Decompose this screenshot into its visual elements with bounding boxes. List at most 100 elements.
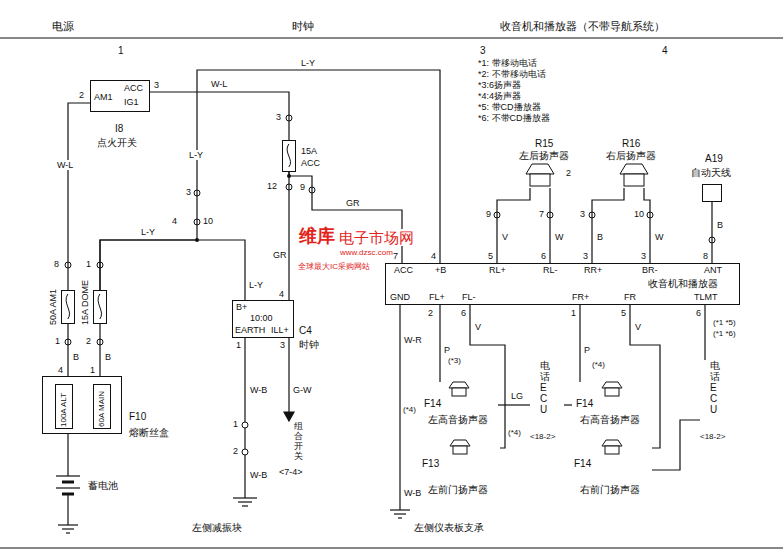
component-label: FL+ (429, 292, 445, 302)
wire (564, 404, 572, 405)
wire-color: B (716, 220, 724, 230)
wire (150, 92, 289, 140)
component-label: AM1 (94, 92, 113, 102)
note: *2: 不带移动电话 (478, 69, 546, 79)
speaker-magnet (452, 388, 466, 396)
note: *6: 不带CD播放器 (478, 113, 550, 123)
pin-number: 2 (428, 308, 433, 318)
wire (439, 305, 440, 382)
component-label: EARTH (235, 325, 265, 335)
component-label: F14 (576, 398, 593, 410)
pin-number: 6 (461, 308, 466, 318)
ground-label: 左侧仪表板支承 (414, 522, 484, 534)
fuse: 60A MAIN (93, 384, 111, 429)
pin-number: 5 (488, 251, 493, 261)
component-label: F14 (424, 398, 441, 410)
component-label: 收音机和播放器 (648, 278, 718, 290)
component-label: 电话ECU (710, 360, 720, 415)
fuse-symbol (283, 141, 297, 173)
speaker-magnet (453, 446, 467, 454)
component-label: 50A AM1 (48, 289, 58, 325)
pin-number: 2 (566, 168, 571, 178)
wire-color: W-B (250, 385, 267, 395)
speaker-cone (449, 382, 469, 388)
antenna-box: A19自动天线 (702, 184, 722, 202)
wire (99, 324, 100, 376)
connector-number: 10 (203, 216, 213, 226)
component-label: ACC (394, 265, 413, 275)
speaker: F14左高音扬声器 (420, 382, 498, 432)
component-label: 左前门扬声器 (428, 484, 488, 496)
ground-symbol (58, 524, 78, 525)
component-label: C4 (299, 325, 312, 337)
component-label: F10 (129, 411, 146, 423)
component-label: R15 (535, 138, 553, 150)
component-label: B+ (236, 302, 247, 312)
battery-symbol (56, 487, 80, 488)
component-label: 时钟 (299, 339, 319, 351)
column-number: 4 (662, 45, 668, 57)
wire (67, 434, 68, 476)
wire-color: W-R (404, 335, 422, 345)
watermark: 维库 (298, 226, 336, 247)
connector-number: 3 (186, 187, 191, 197)
pin-number: 4 (279, 289, 284, 299)
component-label: A19 (705, 153, 723, 165)
ground-symbol (390, 509, 410, 510)
wire (497, 188, 530, 263)
connector-number: 9 (300, 182, 305, 192)
frame-line (0, 547, 783, 548)
connector-number: 7 (539, 209, 544, 219)
column-number: 1 (118, 45, 124, 57)
wire (244, 336, 245, 498)
component-label: 左后扬声器 (519, 150, 569, 162)
pin-number: 6 (541, 251, 546, 261)
component-label: 10:00 (250, 313, 273, 323)
component-label: RR+ (584, 265, 602, 275)
fuse-symbol (62, 291, 76, 325)
note-ref: (*4) (403, 405, 416, 414)
component-label: IG1 (124, 97, 139, 107)
watermark: www.dzsc.com (340, 248, 393, 257)
reference: <7-4> (279, 467, 303, 477)
ignition-switch: AM1ACCIG1I8点火开关 (90, 80, 150, 112)
wire-color: L-Y (300, 58, 316, 68)
component-label: <18-2> (700, 432, 725, 441)
wire (630, 305, 660, 448)
fuse: 50A AM1 (61, 290, 75, 324)
wire (579, 305, 580, 382)
wire-color: G-W (293, 385, 312, 395)
pin-number: 4 (431, 251, 436, 261)
component-label: ILL+ (271, 325, 289, 335)
watermark: 全球最大IC采购网站 (298, 262, 370, 271)
wire-color: W-L (210, 79, 228, 89)
component-label: 自动天线 (691, 167, 731, 179)
ground-symbol (66, 532, 70, 533)
frame-line (0, 37, 783, 38)
section-title: 收音机和播放器（不带导航系统） (500, 20, 665, 33)
component-label: 右后扬声器 (606, 150, 656, 162)
component-label: 点火开关 (97, 137, 137, 149)
wire-color: B (72, 352, 80, 362)
pin-number: 3 (154, 80, 159, 90)
wire-color: W-B (404, 488, 421, 498)
component-label: +B (435, 265, 446, 275)
component-label: ACC (124, 83, 143, 93)
wire (549, 188, 550, 263)
watermark: 电子市场网 (338, 229, 415, 246)
component-label: 100A ALT (59, 393, 68, 427)
component-label: RL+ (489, 265, 506, 275)
note-ref: (*4) (592, 360, 605, 369)
ground-symbol (62, 528, 74, 529)
pin-number: 3 (641, 251, 646, 261)
note: *3:6扬声器 (478, 80, 521, 90)
component-label: F14 (574, 458, 591, 470)
wire-color: V (501, 232, 509, 242)
speaker-cone (526, 164, 554, 174)
arrow-head (284, 412, 294, 421)
pin-number: 3 (583, 251, 588, 261)
note: *1: 带移动电话 (478, 58, 537, 68)
section-title: 时钟 (292, 20, 314, 33)
wire (711, 202, 712, 263)
part-name: 蓄电池 (88, 480, 118, 492)
